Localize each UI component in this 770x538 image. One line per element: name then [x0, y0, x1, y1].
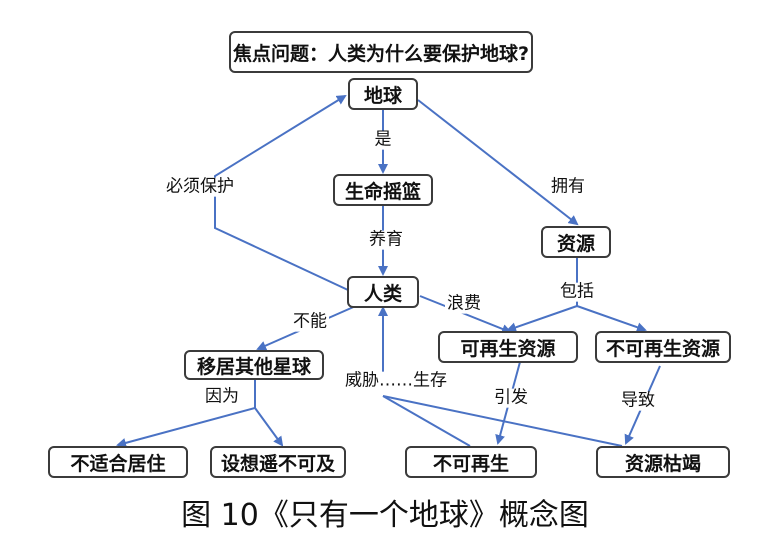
node-nonrenew2: 不可再生	[405, 446, 537, 478]
label-own: 拥有	[549, 176, 587, 197]
label-lead: 导致	[619, 390, 657, 411]
node-resources: 资源	[541, 226, 611, 258]
label-is: 是	[372, 129, 394, 150]
label-threat: 威胁……生存	[343, 370, 449, 391]
link-branch-unreachable	[254, 407, 284, 447]
link-branch-unsuitable	[116, 407, 256, 448]
link-threat-nonrenew2	[382, 395, 471, 447]
link-human-renewable	[419, 295, 512, 334]
label-because: 因为	[203, 386, 241, 407]
node-unsuitable: 不适合居住	[48, 446, 188, 478]
node-migrate: 移居其他星球	[184, 350, 324, 380]
label-cause: 引发	[492, 387, 530, 408]
node-cradle: 生命摇篮	[333, 174, 433, 206]
label-nurture: 养育	[367, 229, 405, 250]
link-branch-renewable	[506, 305, 578, 333]
node-focus-question: 焦点问题：人类为什么要保护地球?	[229, 31, 533, 73]
link-threat-depletion	[382, 395, 623, 447]
node-earth: 地球	[348, 78, 418, 110]
label-waste: 浪费	[445, 293, 483, 314]
node-unreachable: 设想遥不可及	[210, 446, 346, 478]
link-branch-nonrenewable	[576, 305, 647, 333]
label-include: 包括	[558, 281, 596, 302]
node-human: 人类	[347, 276, 419, 308]
link-earth-resources	[417, 99, 579, 226]
label-cannot: 不能	[291, 311, 329, 332]
node-nonrenewable: 不可再生资源	[595, 331, 731, 363]
node-depletion: 资源枯竭	[596, 446, 730, 478]
figure-caption: 图 10《只有一个地球》概念图	[181, 498, 589, 533]
label-must-protect: 必须保护	[164, 176, 236, 197]
node-renewable: 可再生资源	[438, 331, 578, 363]
link-human-earth	[214, 94, 349, 291]
